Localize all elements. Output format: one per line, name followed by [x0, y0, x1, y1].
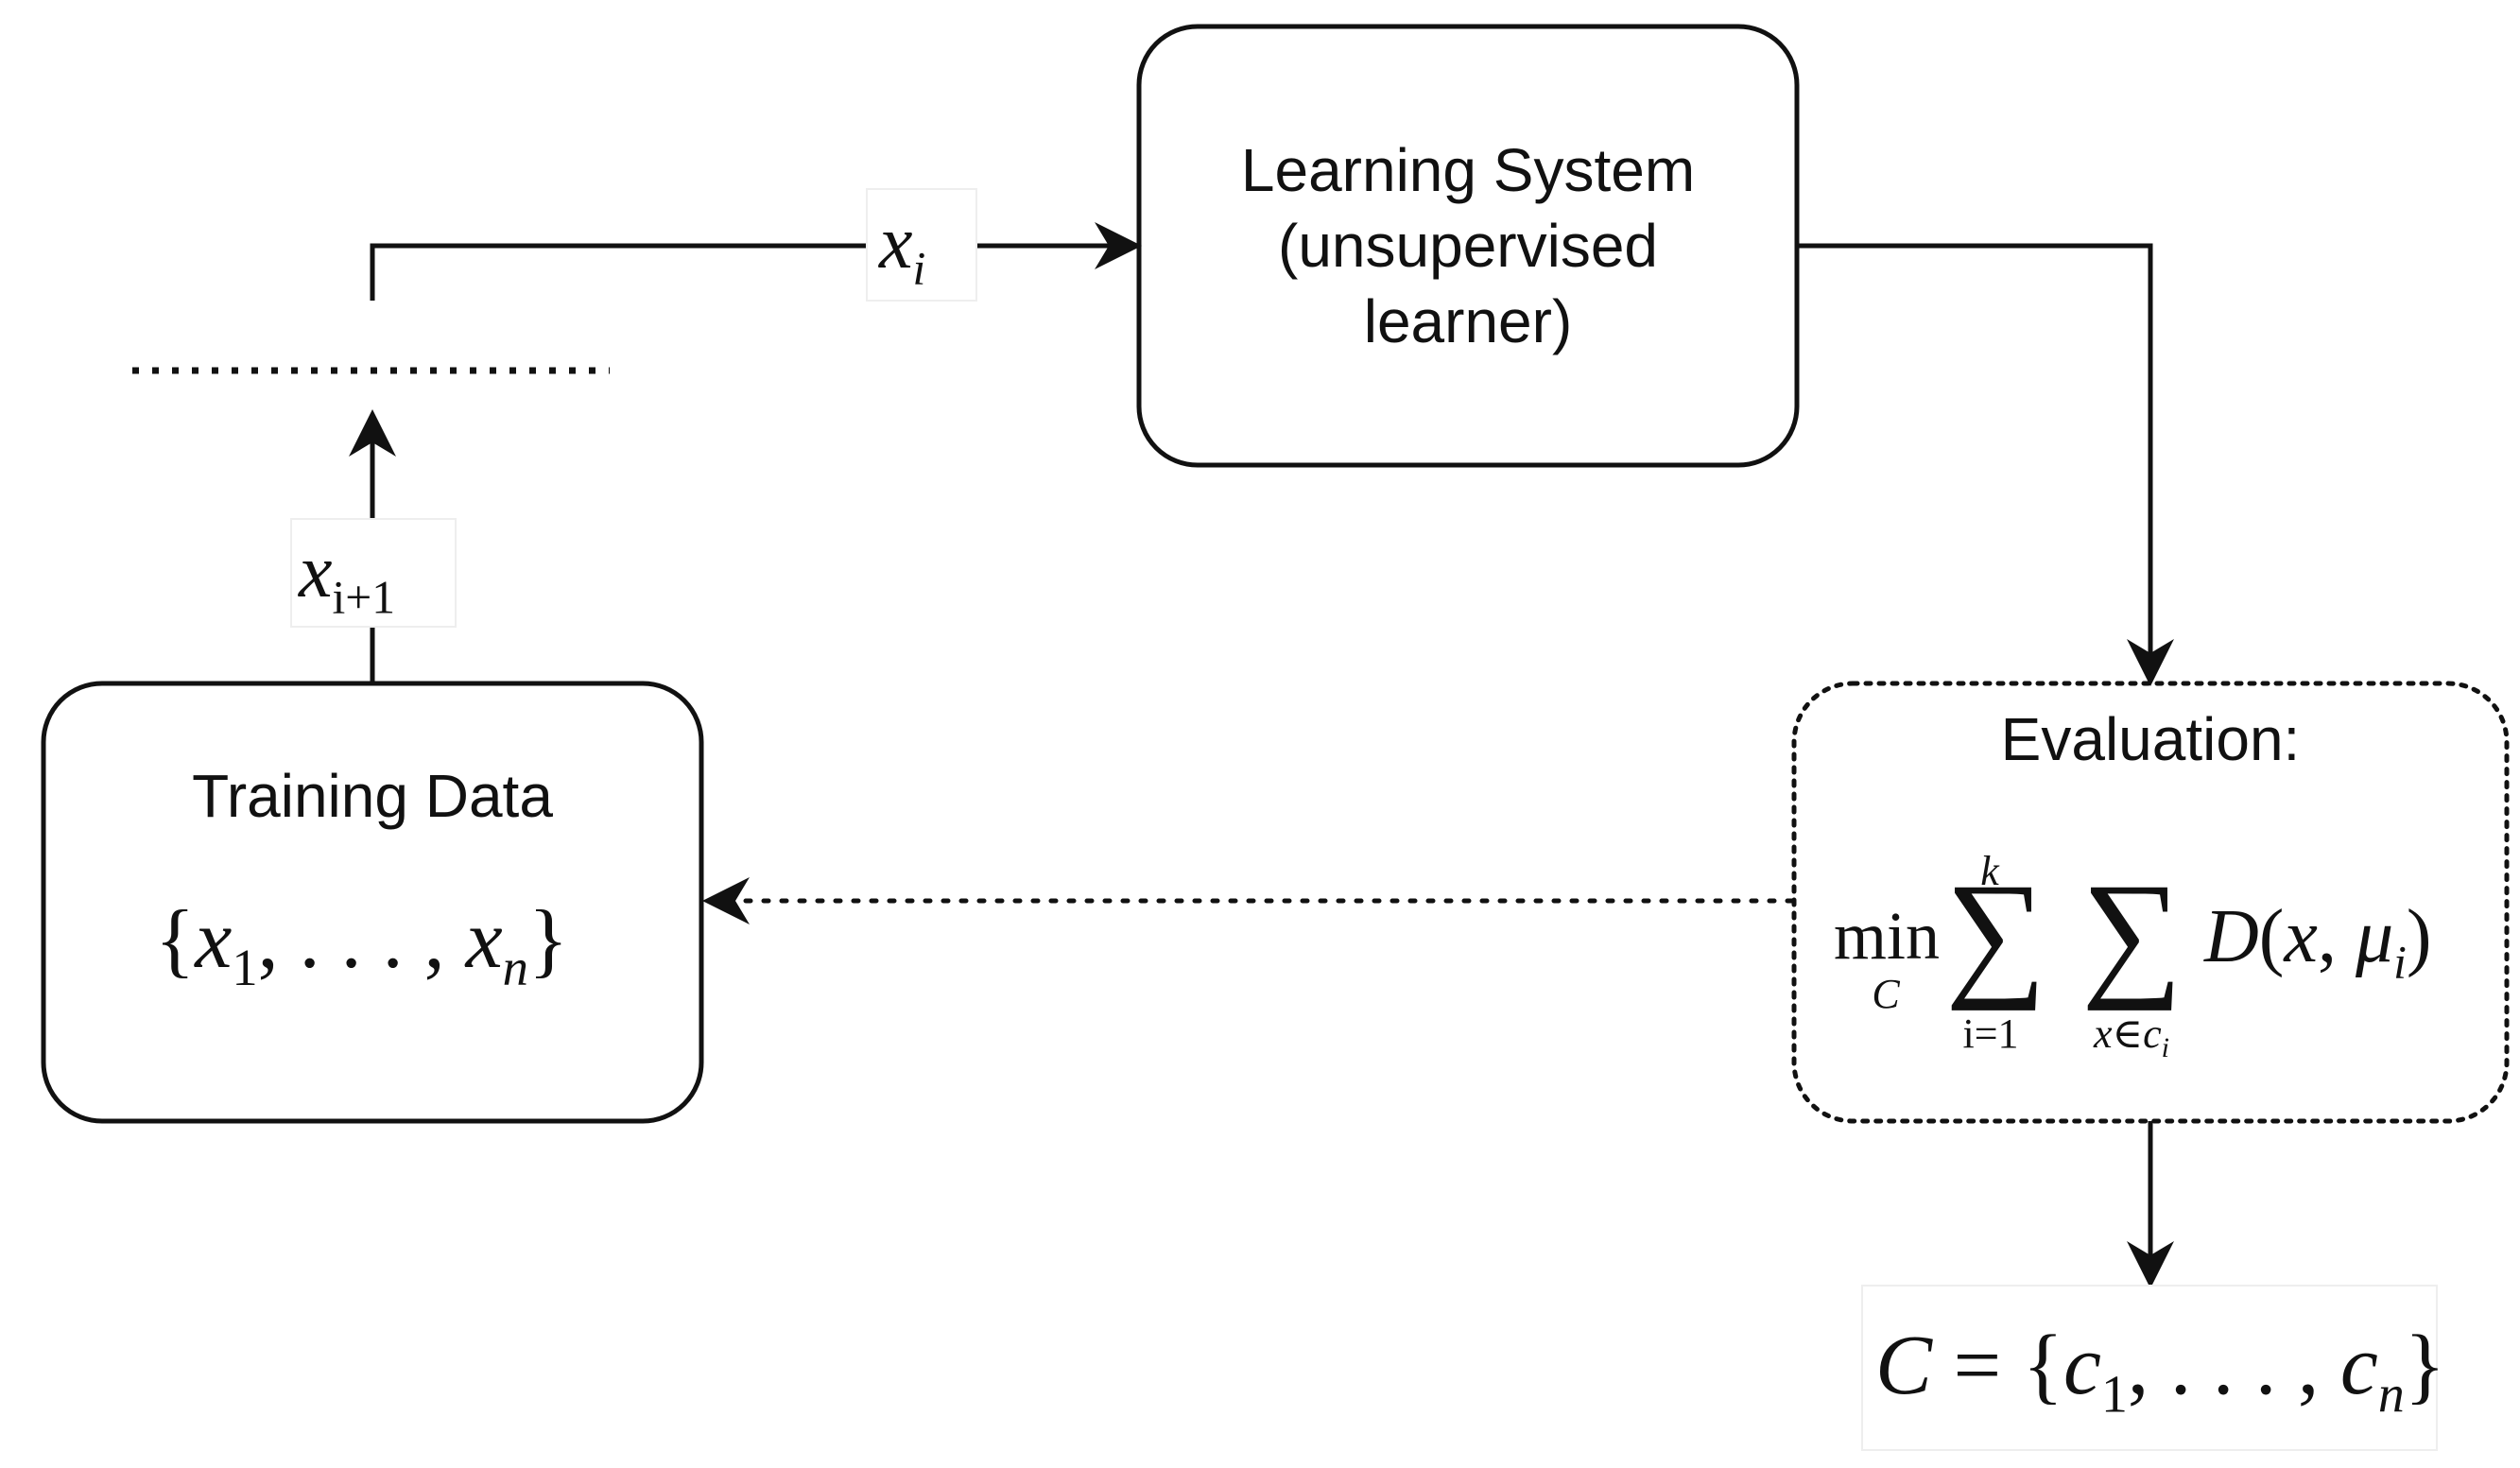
learning-system-label: Learning System (unsupervised learner): [1139, 132, 1797, 359]
sum2-sigma: ∑: [2081, 855, 2183, 1011]
arrow-learner-to-evaluation: [1797, 243, 2174, 686]
evaluation-formula: min C k ∑ i=1 ∑ x∈ci D(x, μi): [1834, 832, 2495, 1078]
sum1-sigma: ∑: [1945, 855, 2046, 1011]
output-clusters: C = {c1, . . . , cn}: [1875, 1319, 2445, 1425]
edge-label-xi: xi: [879, 201, 926, 295]
training-data-set: {x1, . . . , xn}: [155, 894, 569, 997]
label-xi1-bg: [290, 518, 457, 628]
learning-system-line2: (unsupervised: [1278, 212, 1658, 280]
formula-term: D(x, μi): [2204, 895, 2432, 989]
label-xi-bg: [866, 188, 977, 302]
arrow-stream-to-learner: [370, 222, 1142, 301]
sum1-top: k: [1980, 848, 1999, 894]
evaluation-title: Evaluation:: [2000, 705, 2301, 773]
formula-min-sub: C: [1872, 971, 1900, 1017]
learning-system-line1: Learning System: [1240, 136, 1696, 204]
edge-label-xi1: xi+1: [299, 530, 396, 624]
formula-min: min: [1834, 898, 1941, 974]
learning-system-line3: learner): [1363, 287, 1573, 355]
training-data-title: Training Data: [192, 762, 553, 830]
sum1-bottom: i=1: [1962, 1010, 2019, 1057]
output-bg: [1861, 1285, 2438, 1451]
sum2-bottom: x∈ci: [2094, 1010, 2169, 1063]
